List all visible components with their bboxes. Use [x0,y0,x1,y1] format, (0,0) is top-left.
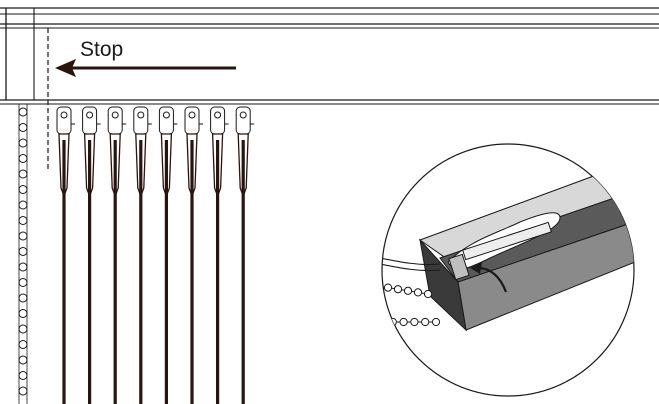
slat-carrier [184,106,200,135]
detail-chain-bead [431,317,441,327]
slat [56,106,75,404]
slat-carrier [107,106,123,135]
chain-bead [18,138,28,148]
detail-inset [381,143,635,397]
chain-bead [18,154,28,163]
slat [158,106,178,404]
slat [133,106,152,404]
chain-bead [18,216,28,225]
chain-bead [18,386,28,396]
detail-chain-bead [383,283,393,292]
slat-carrier [82,106,98,135]
chain-bead [18,355,28,365]
slat [184,106,203,404]
detail-carrier [462,221,552,261]
detail-cord-top [382,257,441,266]
chain-bead [18,324,28,334]
chain-bead [18,262,28,272]
carrier-pin [239,111,247,119]
carrier-pin [162,111,170,119]
stop-arrow-head [55,59,76,77]
chain-bead [18,231,28,241]
chain-bead [18,293,28,303]
slat [235,106,255,404]
slat [82,106,101,404]
detail-chain-bead [403,286,413,295]
chain-bead [18,185,28,194]
detail-stopper [448,253,470,281]
stop-label: Stop [80,38,123,61]
slat [107,106,127,404]
head-rail [0,7,659,105]
chain-bead [18,200,28,210]
detail-chain-bead [410,317,419,327]
detail-rail-end [419,238,467,332]
chain-bead [18,340,28,349]
carrier-pin [188,111,196,119]
slat [210,106,229,404]
chain-bead [18,371,28,380]
detail-chain-bead [399,317,408,327]
carrier-pin [137,111,145,119]
carrier-pin [86,111,94,119]
chain-bead [18,247,28,256]
chain-bead [18,278,28,287]
chain-bead [18,309,28,318]
detail-chain-bead [423,289,433,299]
slat-carrier [235,106,251,135]
chain-bead [18,123,28,132]
detail-chain-bead [413,288,423,297]
pull-chain [18,104,28,404]
detail-direction-arrow-head [470,262,482,274]
carrier-pin [214,111,222,119]
detail-chain-bead [393,285,403,294]
detail-chain-bead [382,317,387,327]
chain-bead [18,107,28,117]
detail-chain-bead [382,281,383,291]
carrier-pin [111,111,119,119]
carrier-pin [60,111,68,119]
slat-carrier [133,106,149,135]
detail-cord-top-2 [382,263,441,272]
vertical-slats [56,106,255,404]
stop-indicator: Stop [47,28,236,170]
slat-carrier [158,106,174,135]
chain-bead [18,169,28,179]
slat-carrier [210,106,226,135]
slat-carrier [56,106,72,135]
detail-chain-bead [421,317,430,327]
